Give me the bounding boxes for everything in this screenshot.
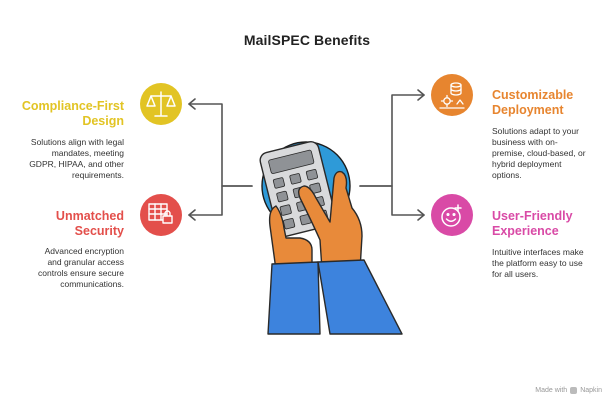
security-heading: Unmatched Security [55, 209, 124, 238]
deployment-badge [431, 74, 473, 116]
scales-icon [146, 91, 176, 117]
arrowhead-compliance [188, 98, 196, 110]
compliance-heading: Compliance-First Design [21, 99, 124, 128]
napkin-logo-icon [570, 387, 578, 394]
database-gear-icon [439, 82, 465, 109]
compliance-badge [140, 83, 182, 125]
connector-deployment [359, 94, 425, 187]
right-hand [297, 170, 363, 271]
user-friendly-badge [431, 194, 473, 236]
user-friendly-heading: User-Friendly Experience [492, 209, 573, 238]
right-sleeve [317, 259, 403, 335]
smiley-icon [441, 204, 462, 227]
deployment-description: Solutions adapt to your business with on… [492, 126, 586, 180]
security-badge [140, 194, 182, 236]
connector-user-friendly [359, 185, 425, 216]
spreadsheet-lock-icon [148, 203, 173, 224]
connector-security [188, 185, 253, 216]
made-with-credit[interactable]: Made with Napkin [535, 387, 602, 394]
connectors [188, 89, 425, 221]
security-description: Advanced encryption and granular access … [38, 246, 124, 289]
hands-calculator-illustration [259, 141, 403, 335]
left-sleeve [267, 261, 321, 335]
left-hand [268, 205, 313, 271]
arrowhead-deployment [417, 89, 425, 101]
user-friendly-description: Intuitive interfaces make the platform e… [492, 247, 584, 279]
compliance-description: Solutions align with legal mandates, mee… [29, 137, 124, 180]
deployment-heading: Customizable Deployment [492, 88, 574, 117]
diagram-title: MailSPEC Benefits [243, 32, 371, 48]
connector-compliance [188, 103, 253, 187]
arrowhead-security [188, 209, 196, 221]
arrowhead-user-friendly [417, 209, 425, 221]
